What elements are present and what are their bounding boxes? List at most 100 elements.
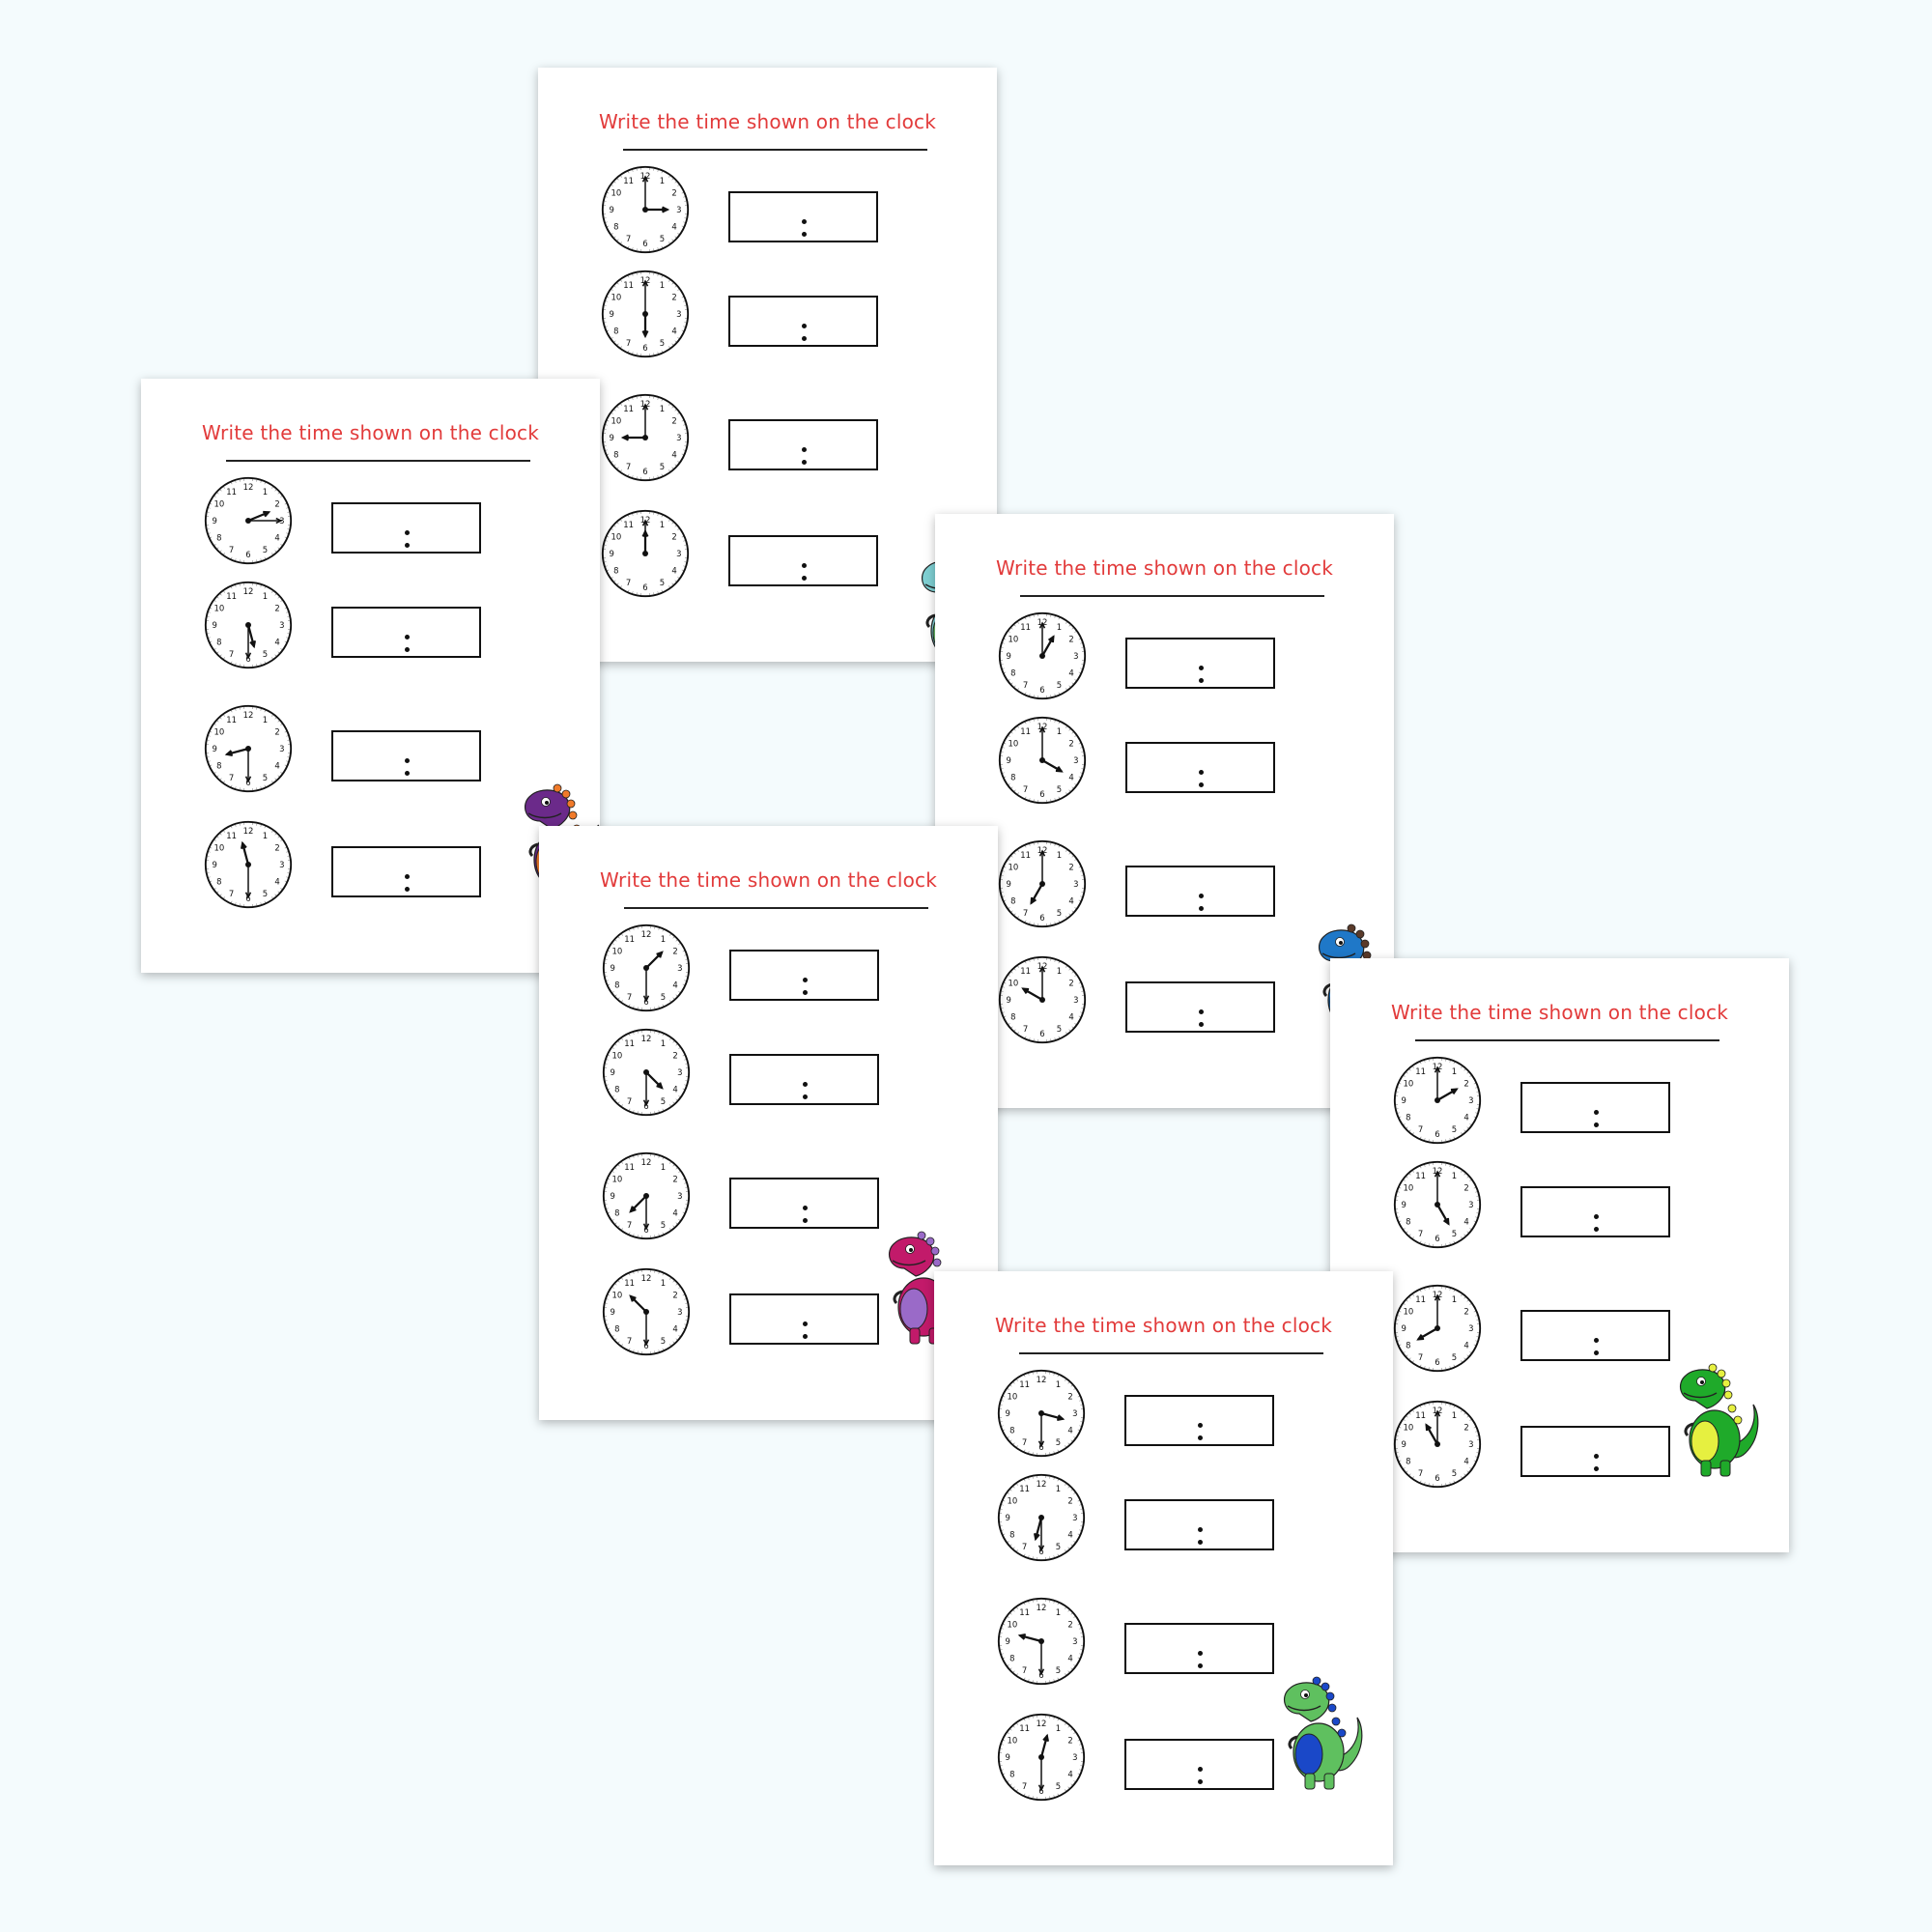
minute-tick: [658, 1155, 660, 1158]
minute-tick: [1016, 1722, 1018, 1725]
minute-tick: [633, 1350, 635, 1352]
hour-hand: [246, 511, 270, 523]
minute-tick: [605, 221, 608, 223]
minute-tick: [1029, 1037, 1031, 1040]
minute-tick: [681, 569, 684, 571]
minute-tick: [671, 522, 674, 525]
minute-tick: [1403, 1467, 1406, 1469]
answer-box[interactable]: [728, 296, 878, 347]
minute-tick: [223, 486, 225, 489]
colon-mark: [1594, 1214, 1600, 1232]
minute-tick: [1007, 1732, 1009, 1734]
minute-tick: [678, 1335, 681, 1337]
answer-box[interactable]: [331, 607, 481, 658]
answer-box[interactable]: [331, 502, 481, 554]
minute-tick: [675, 1098, 678, 1101]
minute-tick: [274, 654, 277, 657]
worksheet-title: Write the time shown on the clock: [995, 556, 1334, 580]
answer-box[interactable]: [729, 950, 879, 1001]
clock-numeral: 6: [1039, 913, 1044, 923]
minute-tick: [684, 1084, 687, 1086]
answer-box[interactable]: [728, 419, 878, 470]
colon-mark: [803, 1206, 809, 1223]
answer-box[interactable]: [728, 191, 878, 242]
answer-box[interactable]: [729, 1054, 879, 1105]
answer-box[interactable]: [1124, 1499, 1274, 1550]
minute-tick: [274, 489, 277, 492]
clock-numeral: 6: [245, 550, 250, 559]
minute-tick: [1074, 1023, 1077, 1025]
minute-tick: [628, 399, 630, 402]
clock-numeral: 3: [1468, 1323, 1473, 1333]
minute-tick: [672, 936, 675, 939]
answer-box[interactable]: [1125, 981, 1275, 1033]
clock-numeral: 4: [274, 637, 279, 646]
minute-tick: [611, 1219, 614, 1221]
minute-tick: [1025, 722, 1027, 724]
dino-leg: [1719, 1460, 1731, 1477]
minute-tick: [1420, 1240, 1422, 1243]
answer-box[interactable]: [1125, 866, 1275, 917]
minute-tick: [1073, 1616, 1076, 1618]
clock-numeral: 3: [677, 963, 682, 973]
minute-tick: [1054, 798, 1056, 801]
minute-tick: [613, 340, 616, 343]
clock-numeral: 6: [1435, 1129, 1439, 1139]
answer-box[interactable]: [1125, 638, 1275, 689]
answer-box[interactable]: [1124, 1395, 1274, 1446]
clock-numeral: 4: [1463, 1340, 1468, 1350]
minute-tick: [1004, 899, 1007, 901]
clock-numeral: 5: [660, 338, 665, 348]
answer-box[interactable]: [1520, 1310, 1670, 1361]
minute-tick: [213, 544, 216, 546]
clock-numeral: 7: [627, 1336, 632, 1346]
minute-hand-arrowhead: [244, 776, 252, 783]
colon-mark: [802, 219, 808, 237]
answer-box[interactable]: [331, 730, 481, 781]
minute-tick: [616, 239, 619, 242]
minute-tick: [219, 833, 222, 836]
answer-box[interactable]: [729, 1293, 879, 1345]
hour-hand-arrowhead: [656, 1082, 664, 1090]
minute-tick: [632, 352, 634, 355]
answer-box[interactable]: [1520, 1186, 1670, 1237]
minute-tick: [1070, 1384, 1073, 1387]
minute-tick: [669, 1037, 671, 1040]
minute-tick: [1080, 895, 1083, 897]
minute-tick: [1024, 1677, 1026, 1680]
minute-hand-arrowhead: [1037, 1784, 1045, 1792]
answer-box[interactable]: [1124, 1623, 1274, 1674]
answer-box[interactable]: [1124, 1739, 1274, 1790]
answer-box[interactable]: [728, 535, 878, 586]
colon-mark: [803, 1321, 809, 1339]
minute-tick: [611, 943, 614, 945]
hour-hand-arrowhead: [1030, 896, 1037, 905]
clock-numeral: 10: [611, 532, 621, 542]
minute-tick: [1058, 692, 1060, 695]
clock-numeral: 2: [1067, 1620, 1072, 1630]
minute-hand-arrowhead: [1434, 1409, 1441, 1417]
minute-tick: [1054, 843, 1056, 846]
clock-numeral: 3: [1468, 1439, 1473, 1449]
answer-box[interactable]: [1520, 1426, 1670, 1477]
clock-numeral: 10: [1007, 1620, 1017, 1630]
clock-numeral: 2: [672, 1175, 677, 1184]
answer-box[interactable]: [1520, 1082, 1670, 1133]
minute-tick: [613, 409, 616, 412]
minute-tick: [216, 836, 219, 838]
minute-tick: [216, 547, 219, 550]
minute-tick: [681, 297, 684, 298]
answer-box[interactable]: [729, 1178, 879, 1229]
minute-tick: [1406, 1071, 1408, 1074]
dino-spike: [1337, 1728, 1347, 1738]
minute-tick: [1058, 920, 1060, 923]
answer-box[interactable]: [331, 846, 481, 897]
answer-box[interactable]: [1125, 742, 1275, 793]
minute-tick: [1420, 1062, 1422, 1065]
clock-numeral: 9: [610, 549, 614, 558]
minute-tick: [216, 891, 219, 894]
clock-numeral: 8: [1010, 668, 1015, 677]
